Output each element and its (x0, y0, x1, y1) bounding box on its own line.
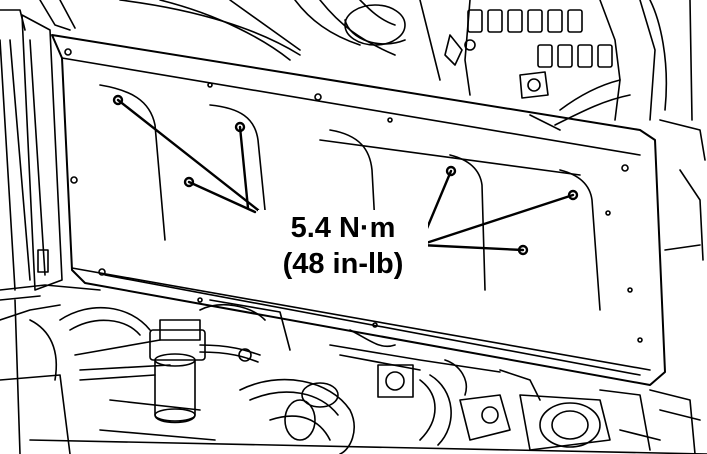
leader-line (187, 180, 257, 214)
leader-line (116, 98, 260, 212)
leader-line (418, 243, 525, 252)
leader-line (238, 125, 250, 210)
left-frame (0, 14, 101, 321)
lower-machinery (0, 299, 707, 454)
access-panel (51, 34, 666, 386)
torque-spec-imperial: (48 in-lb) (258, 246, 428, 282)
torque-spec-metric: 5.4 N·m (258, 210, 428, 246)
leader-line (418, 193, 575, 247)
upper-machinery (0, 0, 706, 291)
